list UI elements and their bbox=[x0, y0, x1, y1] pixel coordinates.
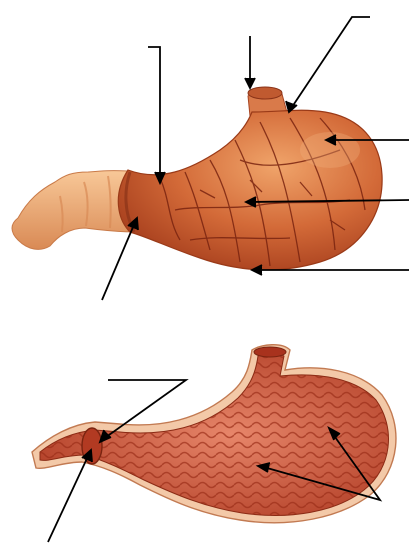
label-line-cardia bbox=[290, 17, 370, 110]
external-stomach-view bbox=[12, 17, 409, 300]
label-line-pylorus-top bbox=[148, 47, 160, 180]
label-line-pyloric-part bbox=[102, 220, 136, 300]
cardiac-orifice bbox=[254, 347, 286, 357]
internal-stomach-view bbox=[32, 345, 396, 542]
